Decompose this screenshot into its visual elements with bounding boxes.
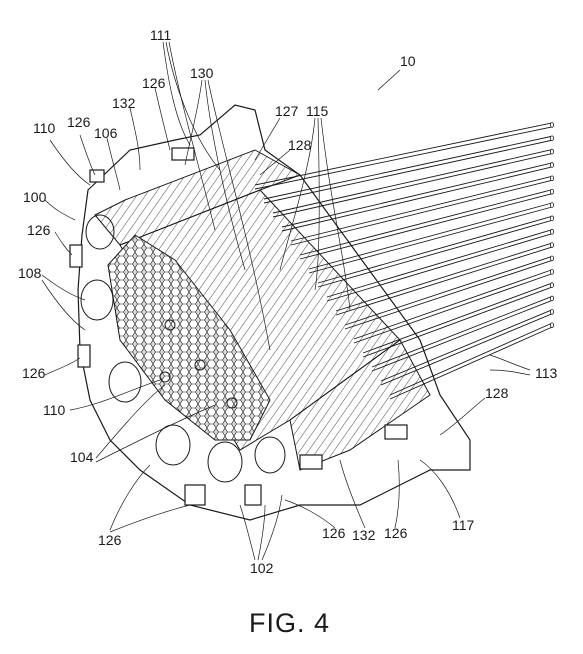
label-126-bottom: 126	[322, 525, 346, 541]
rod-line	[362, 286, 553, 358]
rod-line	[335, 242, 553, 312]
rod-end	[550, 282, 555, 288]
end-face-ports	[80, 214, 286, 483]
rod-end	[550, 135, 555, 142]
label-100: 100	[23, 189, 47, 205]
rod-line	[299, 193, 553, 260]
label-126-top: 126	[142, 75, 166, 91]
label-126-mid: 126	[22, 365, 46, 381]
rod-end	[550, 255, 555, 262]
rod-end	[550, 162, 555, 168]
label-108: 108	[18, 265, 42, 281]
label-104: 104	[70, 449, 94, 465]
rod-line	[353, 273, 553, 344]
rod-line	[362, 282, 553, 354]
rod-line	[308, 202, 553, 270]
label-132-top: 132	[112, 95, 136, 111]
rod-line	[371, 296, 553, 368]
rod-end	[550, 308, 555, 315]
rod-line	[326, 233, 553, 302]
label-126-bottom-right: 126	[384, 525, 408, 541]
label-127: 127	[275, 103, 299, 119]
rod-end	[550, 228, 555, 235]
label-110-bottom: 110	[43, 402, 66, 418]
rod-line	[335, 246, 553, 316]
label-113: 113	[535, 365, 558, 381]
housing-body	[77, 104, 471, 521]
cell-matrix	[107, 234, 271, 441]
leader-lines	[41, 41, 531, 561]
label-128-top: 128	[288, 137, 312, 153]
label-111: 111	[150, 27, 171, 43]
rod-end	[550, 215, 555, 222]
label-115: 115	[306, 103, 329, 119]
figure-caption: FIG. 4	[249, 608, 330, 638]
label-126-left: 126	[27, 222, 51, 238]
rod-end	[550, 242, 555, 248]
fastener-clips	[69, 147, 408, 506]
rod-end	[550, 295, 555, 302]
label-126-tl: 126	[67, 114, 91, 130]
rod-line	[317, 215, 553, 284]
rod-line	[344, 259, 553, 330]
rod-line	[272, 149, 553, 214]
label-128-right: 128	[485, 385, 509, 401]
rod-line	[389, 326, 553, 400]
rod-line	[299, 189, 553, 256]
rod-line	[353, 269, 553, 340]
rod-line	[308, 206, 553, 274]
rod-line	[389, 322, 553, 396]
rod-line	[281, 166, 553, 232]
rod-line	[290, 175, 553, 242]
label-132-bottom: 132	[352, 527, 376, 543]
rod-line	[380, 313, 553, 386]
rod-line	[272, 153, 553, 218]
rod-line	[380, 309, 553, 382]
rod-line	[371, 300, 553, 372]
rod-end	[550, 122, 555, 128]
rod-line	[263, 139, 553, 204]
rod-line	[254, 122, 553, 186]
label-130: 130	[190, 65, 214, 81]
rod-line	[326, 229, 553, 298]
rod-line	[317, 219, 553, 288]
rod-end	[550, 202, 555, 208]
rod-line	[344, 255, 553, 326]
label-102: 102	[250, 560, 274, 576]
rod-end	[550, 175, 555, 182]
rod-line	[263, 135, 553, 200]
rod-end	[550, 148, 555, 155]
label-10: 10	[400, 53, 416, 69]
rod-end	[550, 322, 555, 328]
rod-end	[550, 188, 555, 195]
label-126-bottom-left: 126	[98, 532, 122, 548]
rod-end	[550, 268, 555, 275]
label-106: 106	[94, 125, 118, 141]
label-110-top: 110	[33, 120, 56, 136]
reference-labels: 10 111 130 126 132 127 115 110 126 106 1…	[18, 27, 558, 576]
rod-bundle	[254, 122, 555, 400]
rod-line	[290, 179, 553, 246]
rod-line	[281, 162, 553, 228]
label-117: 117	[452, 517, 475, 533]
